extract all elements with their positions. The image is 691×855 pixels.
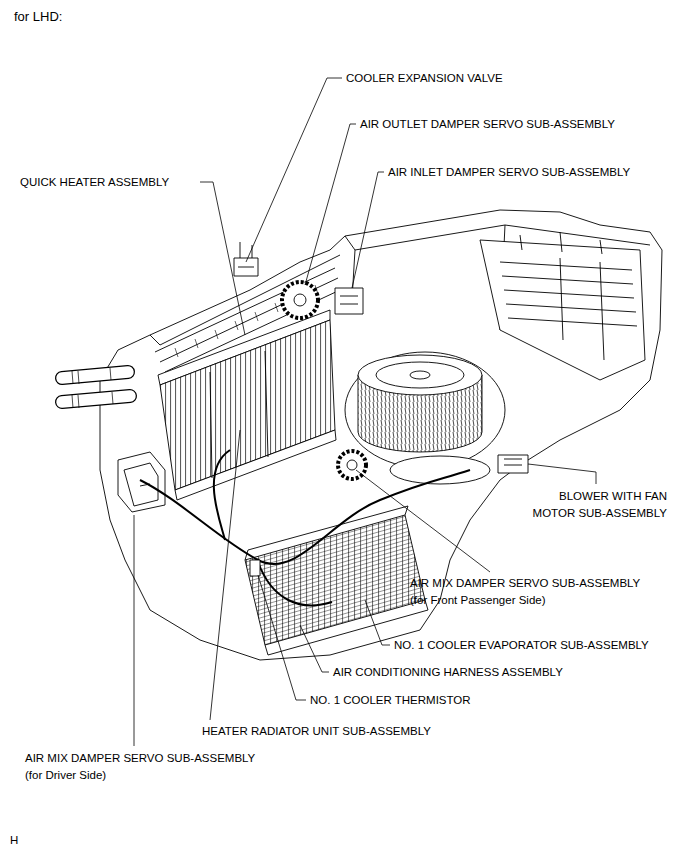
part-label: AIR MIX DAMPER SERVO SUB-ASSEMBLY (for F…	[410, 575, 644, 609]
part-label: NO. 1 COOLER THERMISTOR	[310, 692, 471, 709]
part-label: COOLER EXPANSION VALVE	[346, 70, 503, 87]
part-label: QUICK HEATER ASSEMBLY	[20, 174, 169, 191]
page-title: for LHD:	[14, 8, 62, 25]
part-label: AIR CONDITIONING HARNESS ASSEMBLY	[333, 664, 563, 681]
part-label: HEATER RADIATOR UNIT SUB-ASSEMBLY	[202, 723, 431, 740]
part-label: AIR INLET DAMPER SERVO SUB-ASSEMBLY	[388, 164, 630, 181]
part-label: AIR MIX DAMPER SERVO SUB-ASSEMBLY (for D…	[25, 750, 259, 784]
figure-id: H	[10, 832, 18, 849]
part-label: NO. 1 COOLER EVAPORATOR SUB-ASSEMBLY	[394, 637, 649, 654]
part-label: AIR OUTLET DAMPER SERVO SUB-ASSEMBLY	[360, 116, 615, 133]
part-label: BLOWER WITH FAN MOTOR SUB-ASSEMBLY	[529, 488, 667, 522]
